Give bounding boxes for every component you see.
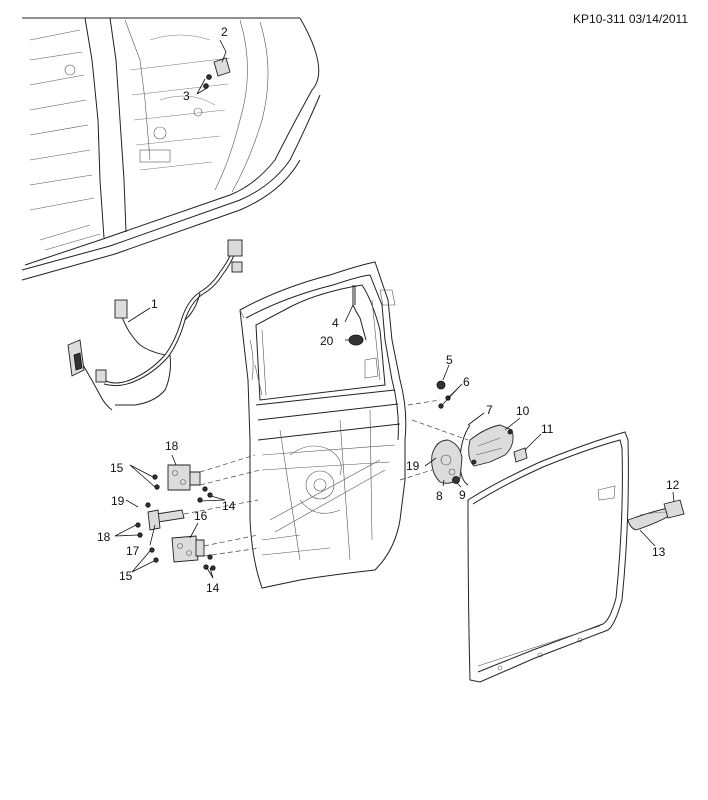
outside-handle-bracket-10 (468, 424, 514, 467)
upper-hinge-20 (167, 464, 201, 491)
door-outer-panel (467, 431, 629, 683)
door-inner-frame (239, 261, 407, 589)
diagram-reference-id: KP10-311 03/14/2011 (573, 12, 688, 26)
callout-11: 11 (541, 422, 554, 436)
callout-3: 3 (183, 89, 190, 103)
callout-12: 12 (666, 478, 680, 492)
callout-6: 6 (463, 375, 470, 389)
door-latch-8 (431, 439, 463, 484)
callout-8: 8 (436, 489, 443, 503)
body-hinge-bracket (203, 57, 231, 89)
callout-1: 1 (151, 297, 158, 311)
callout-20: 18 (165, 439, 179, 453)
leader-lines (114, 39, 675, 579)
callout-21: 19 (406, 459, 420, 473)
callout-15-lower-label: 15 (119, 569, 133, 583)
handle-cap-11 (513, 447, 528, 463)
callout-9: 9 (459, 488, 466, 502)
callout-labels: 2 3 1 4 20 5 6 7 10 11 12 13 19 8 9 18 1… (97, 25, 680, 595)
door-wiring-harness (67, 239, 243, 411)
callout-14-upper: 14 (222, 499, 236, 513)
lower-hinge-16 (171, 535, 205, 563)
door-check-17 (147, 509, 185, 531)
callout-7: 7 (486, 403, 493, 417)
vehicle-body-side-frame (21, 17, 321, 281)
callout-18: 18 (97, 530, 111, 544)
callout-22: 20 (320, 334, 334, 348)
callout-14-lower: 14 (206, 581, 220, 595)
callout-5: 5 (446, 353, 453, 367)
hinge-bolts-upper (152, 474, 213, 503)
outside-door-handle (627, 499, 685, 531)
callout-17-label: 17 (126, 544, 140, 558)
callout-10: 10 (516, 404, 530, 418)
callout-2: 2 (221, 25, 228, 39)
callout-19: 19 (111, 494, 125, 508)
callout-15-upper: 15 (110, 461, 124, 475)
callout-16: 16 (194, 509, 208, 523)
bolt-5 (436, 380, 446, 390)
lock-rod (352, 285, 367, 341)
callout-13: 13 (652, 545, 666, 559)
bolts-18-19 (135, 502, 151, 538)
callout-4: 4 (332, 316, 339, 330)
screw-9 (452, 476, 460, 484)
grommet (348, 334, 364, 346)
